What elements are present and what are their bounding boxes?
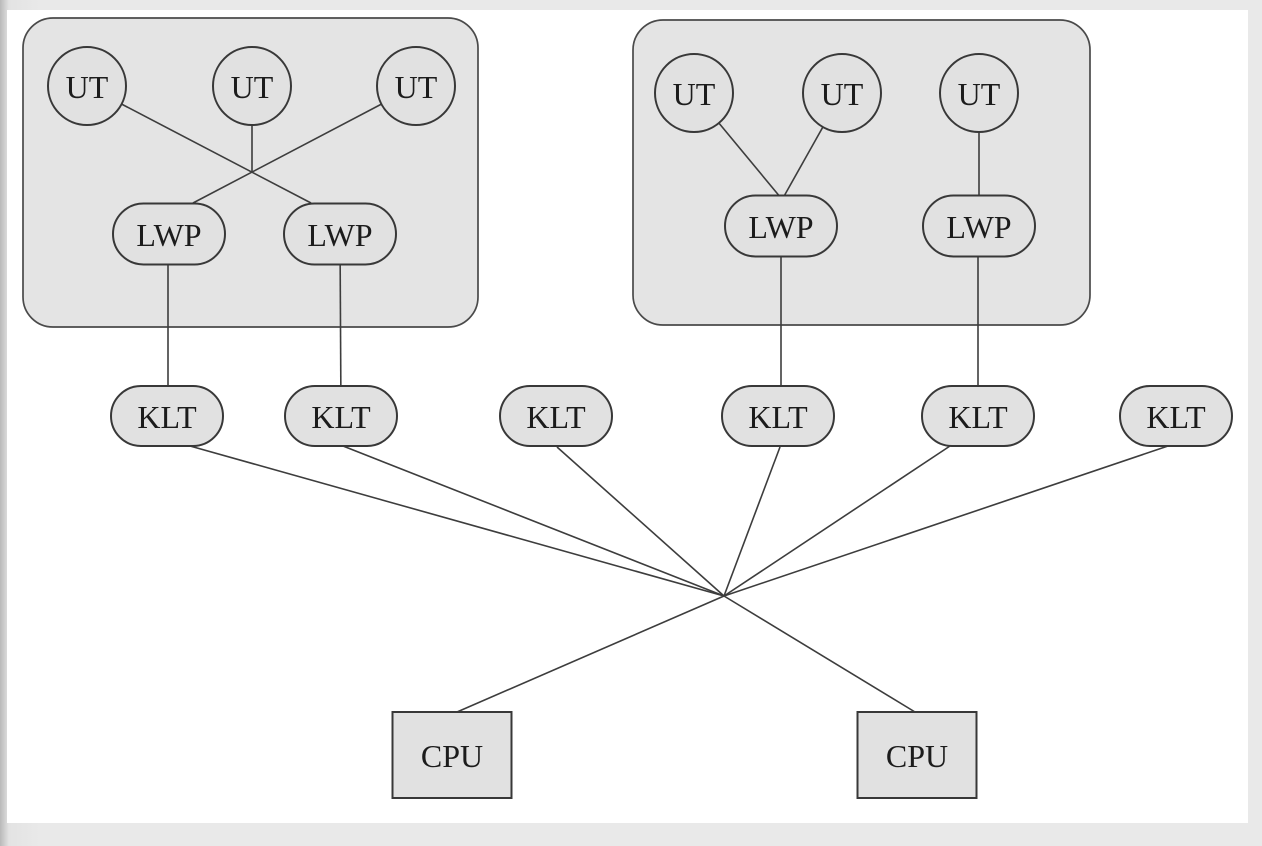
node-ut4: UT bbox=[654, 53, 734, 133]
klt-label: KLT bbox=[1146, 399, 1206, 435]
lwp-label: LWP bbox=[307, 217, 372, 253]
lwp-label: LWP bbox=[946, 209, 1011, 245]
node-lwp1: LWP bbox=[112, 202, 226, 266]
edge-ut1-to-lwp2 bbox=[86, 85, 312, 204]
edge-klt5-to-junction bbox=[723, 445, 951, 597]
node-ut3: UT bbox=[376, 46, 456, 126]
user-thread-circle bbox=[212, 46, 292, 126]
lwp-label: LWP bbox=[748, 209, 813, 245]
user-thread-circle bbox=[802, 53, 882, 133]
ut-label: UT bbox=[821, 76, 864, 112]
node-lwp4: LWP bbox=[922, 194, 1036, 258]
edge-klt4-to-junction bbox=[723, 446, 781, 597]
node-cpu2: CPU bbox=[856, 711, 978, 799]
lwp-stadium bbox=[724, 194, 838, 258]
kernel-thread-stadium bbox=[1119, 385, 1233, 447]
node-klt4: KLT bbox=[721, 385, 835, 447]
edge-junction-to-cpu2 bbox=[723, 595, 916, 713]
kernel-thread-stadium bbox=[284, 385, 398, 447]
user-thread-circle bbox=[939, 53, 1019, 133]
node-ut6: UT bbox=[939, 53, 1019, 133]
edge-klt6-to-junction bbox=[723, 445, 1169, 597]
node-klt2: KLT bbox=[284, 385, 398, 447]
cpu-box bbox=[856, 711, 978, 799]
node-klt5: KLT bbox=[921, 385, 1035, 447]
lwp-stadium bbox=[922, 194, 1036, 258]
edge-klt1-to-junction bbox=[189, 445, 725, 597]
edge-klt2-to-junction bbox=[342, 445, 725, 597]
node-ut5: UT bbox=[802, 53, 882, 133]
edge-klt3-to-junction bbox=[556, 446, 725, 597]
ut-label: UT bbox=[231, 69, 274, 105]
edge-junction-to-cpu1 bbox=[456, 595, 725, 713]
kernel-thread-stadium bbox=[499, 385, 613, 447]
klt-label: KLT bbox=[311, 399, 371, 435]
ut-label: UT bbox=[673, 76, 716, 112]
ut-label: UT bbox=[958, 76, 1001, 112]
node-lwp2: LWP bbox=[283, 202, 397, 266]
klt-label: KLT bbox=[137, 399, 197, 435]
user-thread-circle bbox=[47, 46, 127, 126]
node-klt3: KLT bbox=[499, 385, 613, 447]
klt-label: KLT bbox=[948, 399, 1008, 435]
ut-label: UT bbox=[66, 69, 109, 105]
klt-label: KLT bbox=[526, 399, 586, 435]
lwp-stadium bbox=[283, 202, 397, 266]
node-klt1: KLT bbox=[110, 385, 224, 447]
kernel-thread-stadium bbox=[110, 385, 224, 447]
kernel-thread-stadium bbox=[921, 385, 1035, 447]
node-lwp3: LWP bbox=[724, 194, 838, 258]
lwp-label: LWP bbox=[136, 217, 201, 253]
klt-label: KLT bbox=[748, 399, 808, 435]
ut-label: UT bbox=[395, 69, 438, 105]
node-ut2: UT bbox=[212, 46, 292, 126]
edge-ut3-to-lwp1 bbox=[192, 85, 417, 204]
kernel-thread-stadium bbox=[721, 385, 835, 447]
user-thread-circle bbox=[376, 46, 456, 126]
user-thread-circle bbox=[654, 53, 734, 133]
lwp-stadium bbox=[112, 202, 226, 266]
node-cpu1: CPU bbox=[391, 711, 513, 799]
cpu-label: CPU bbox=[421, 738, 483, 774]
cpu-label: CPU bbox=[886, 738, 948, 774]
cpu-box bbox=[391, 711, 513, 799]
node-klt6: KLT bbox=[1119, 385, 1233, 447]
node-ut1: UT bbox=[47, 46, 127, 126]
